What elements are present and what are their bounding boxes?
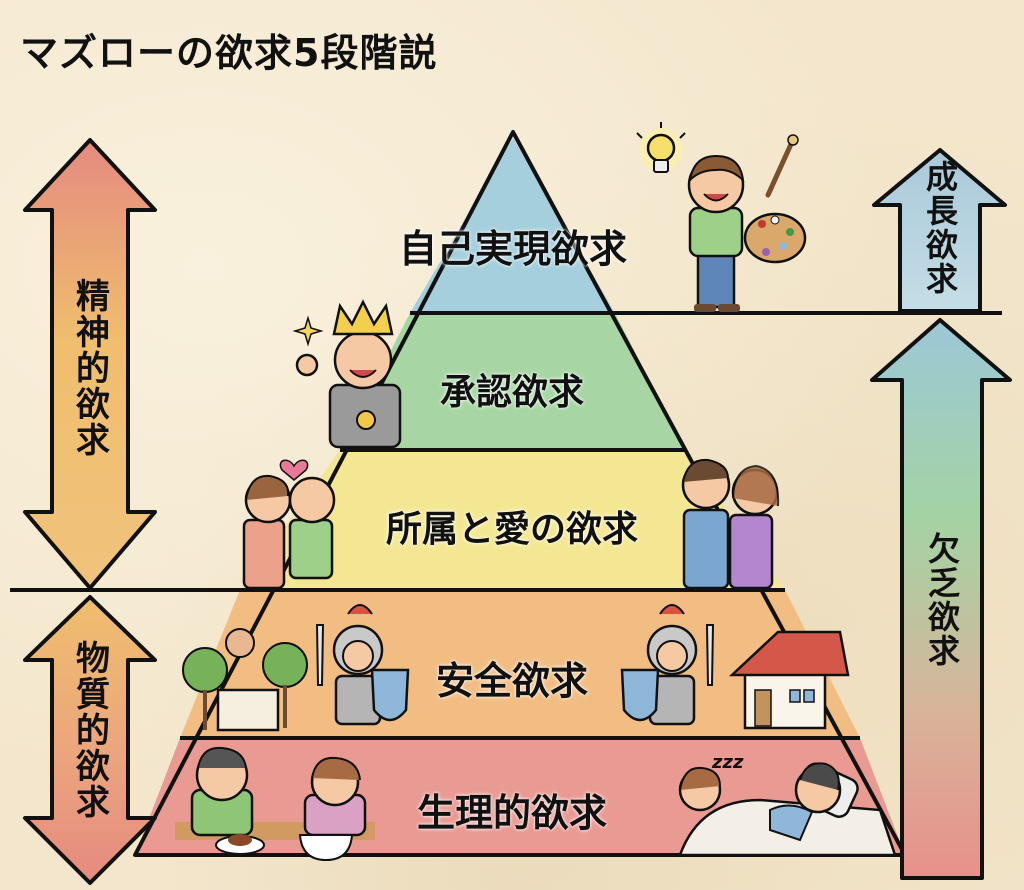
medal-icon	[356, 410, 376, 430]
safety-illustration-left	[182, 604, 410, 732]
self-actualization-illustration	[636, 122, 807, 312]
knight-figure	[315, 604, 410, 726]
page-title: マズローの欲求5段階説	[20, 31, 438, 75]
growth-needs-arrow	[872, 148, 1007, 313]
level-label-physiological: 生理的欲求	[416, 791, 608, 835]
spiritual-needs-label: 精神的欲求	[69, 278, 110, 458]
level-label-safety: 安全欲求	[435, 659, 589, 703]
heart-icon	[279, 459, 309, 481]
safety-illustration-right	[620, 604, 850, 730]
spiritual-needs-arrow	[23, 138, 157, 590]
level-esteem	[340, 313, 685, 450]
lightbulb-icon	[636, 122, 686, 173]
level-label-self-actualization: 自己実現欲求	[398, 227, 628, 271]
level-love-belonging	[240, 450, 785, 590]
sparkle-icon	[292, 315, 324, 347]
paintbrush-icon	[765, 134, 799, 198]
level-label-love-belonging: 所属と愛の欲求	[385, 509, 639, 550]
material-needs-label: 物質的欲求	[69, 640, 110, 820]
deficiency-needs-arrow	[870, 318, 1012, 880]
physiological-illustration-right	[678, 762, 897, 857]
love-illustration-right	[681, 458, 780, 590]
love-illustration-left	[242, 459, 336, 590]
crown-icon	[332, 299, 394, 336]
material-needs-arrow	[23, 595, 157, 885]
bowl-icon	[298, 834, 354, 862]
deficiency-needs-label: 欠乏欲求	[923, 532, 961, 668]
shield-icon	[370, 668, 410, 722]
paint-palette-icon	[743, 212, 807, 264]
shield-icon	[620, 668, 660, 722]
house-icon	[728, 630, 850, 730]
level-self-actualization	[410, 138, 615, 313]
growth-needs-label: 成長欲求	[921, 160, 959, 296]
man-figure	[687, 154, 745, 312]
knight-figure	[620, 604, 715, 726]
esteem-illustration	[292, 299, 402, 449]
sleep-zzz-text: zzz	[712, 752, 744, 773]
sword-icon	[315, 624, 325, 686]
physiological-illustration-left	[175, 746, 375, 862]
sword-icon	[705, 624, 715, 686]
level-label-esteem: 承認欲求	[439, 372, 585, 413]
